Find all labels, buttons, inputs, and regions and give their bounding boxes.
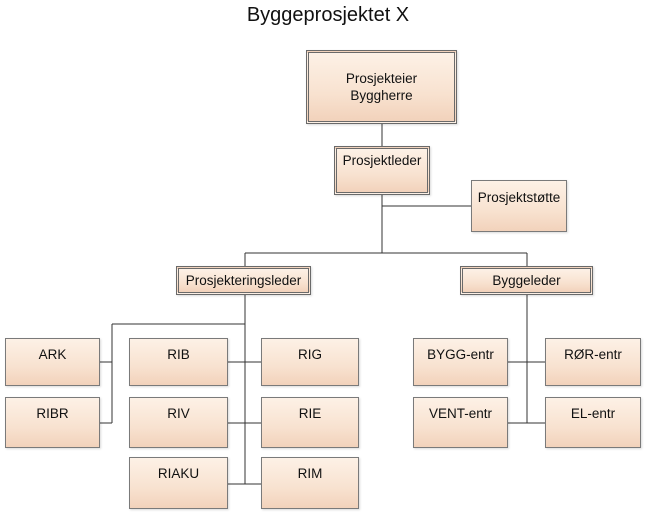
node-riaku: RIAKU [129, 457, 228, 509]
node-project-support: Prosjektstøtte [471, 180, 567, 232]
node-el-entr: EL-entr [545, 397, 641, 448]
node-label: VENT-entr [428, 406, 493, 421]
node-bygg-entr: BYGG-entr [413, 338, 508, 386]
node-rim: RIM [261, 457, 359, 509]
node-label: BYGG-entr [427, 347, 494, 362]
node-label: RIE [298, 406, 322, 421]
node-label: RIAKU [157, 466, 200, 481]
node-design-manager: Prosjekteringsleder [176, 266, 311, 295]
node-label: RIBR [36, 406, 69, 421]
node-label: RIM [297, 466, 323, 481]
node-label: RIV [167, 406, 190, 421]
node-ark: ARK [5, 338, 100, 386]
node-ror-entr: RØR-entr [545, 338, 641, 386]
node-rie: RIE [261, 397, 359, 448]
node-label: RØR-entr [564, 347, 622, 362]
node-rig: RIG [261, 338, 359, 386]
node-label: RIB [167, 347, 190, 362]
node-construction-manager: Byggeleder [460, 266, 593, 295]
node-label: Prosjektleder [342, 153, 422, 168]
node-project-owner: Prosjekteier Byggherre [306, 50, 457, 124]
node-project-manager: Prosjektleder [334, 146, 430, 195]
node-label: Prosjekteier Byggherre [345, 71, 418, 103]
node-label: Prosjekteringsleder [185, 273, 302, 288]
node-label: EL-entr [570, 406, 616, 421]
node-ribr: RIBR [5, 397, 100, 448]
node-label: Prosjektstøtte [477, 189, 561, 205]
node-rib: RIB [129, 338, 228, 386]
node-label: Byggeleder [492, 273, 561, 288]
node-riv: RIV [129, 397, 228, 448]
node-label: ARK [38, 347, 67, 362]
node-vent-entr: VENT-entr [413, 397, 508, 448]
node-label: RIG [297, 347, 322, 362]
chart-title: Byggeprosjektet X [246, 4, 410, 26]
